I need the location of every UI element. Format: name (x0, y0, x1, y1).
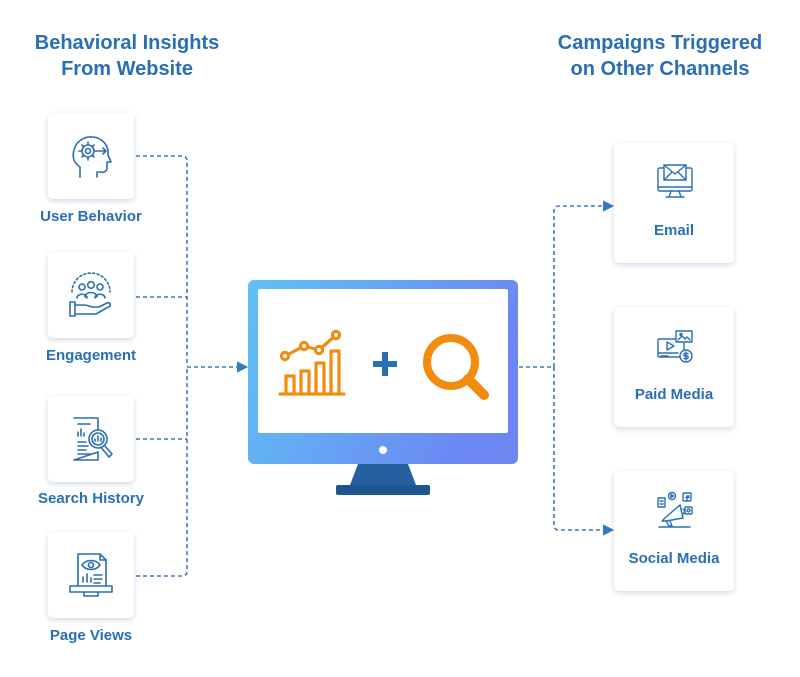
email-label: Email (653, 222, 695, 239)
monitor-stand (350, 464, 416, 485)
left-heading-line1: Behavioral Insights (34, 32, 220, 54)
engagement-label: Engagement (45, 347, 136, 364)
search-history-label: Search History (38, 490, 144, 507)
monitor-base (336, 485, 430, 495)
page-views-card (48, 532, 134, 618)
email-card: Email (614, 143, 734, 263)
growth-chart-icon (278, 329, 346, 396)
page-views-label: Page Views (49, 627, 133, 644)
monitor-graphic (248, 280, 518, 495)
page-eye-icon (69, 553, 113, 597)
search-history-card (48, 396, 134, 482)
engagement-card (48, 252, 134, 338)
report-magnifier-icon (73, 417, 113, 461)
monitor-power-dot (379, 446, 387, 454)
connector-user-behavior (136, 155, 188, 366)
paid-media-label: Paid Media (634, 386, 714, 403)
monitor-envelope-icon (657, 164, 693, 198)
megaphone-social-icon (657, 491, 693, 528)
right-heading-line1: Campaigns Triggered (557, 32, 763, 54)
head-gear-icon (72, 136, 112, 178)
magnifier-icon (423, 334, 489, 400)
user-behavior-label: User Behavior (40, 208, 142, 225)
connector-to-email (553, 200, 615, 367)
connector-page-views (136, 366, 188, 577)
left-heading: Behavioral Insights From Website (0, 30, 254, 82)
connector-to-social (553, 367, 615, 536)
audience-hand-icon (69, 272, 112, 317)
left-heading-line2: From Website (61, 58, 193, 80)
media-player-dollar-icon (657, 330, 693, 363)
social-media-card: Social Media (614, 471, 734, 591)
right-heading-line2: on Other Channels (570, 58, 750, 80)
paid-media-card: Paid Media (614, 307, 734, 427)
right-heading: Campaigns Triggered on Other Channels (540, 30, 780, 82)
plus-icon (373, 352, 397, 376)
social-media-label: Social Media (628, 550, 720, 567)
user-behavior-card (48, 113, 134, 199)
